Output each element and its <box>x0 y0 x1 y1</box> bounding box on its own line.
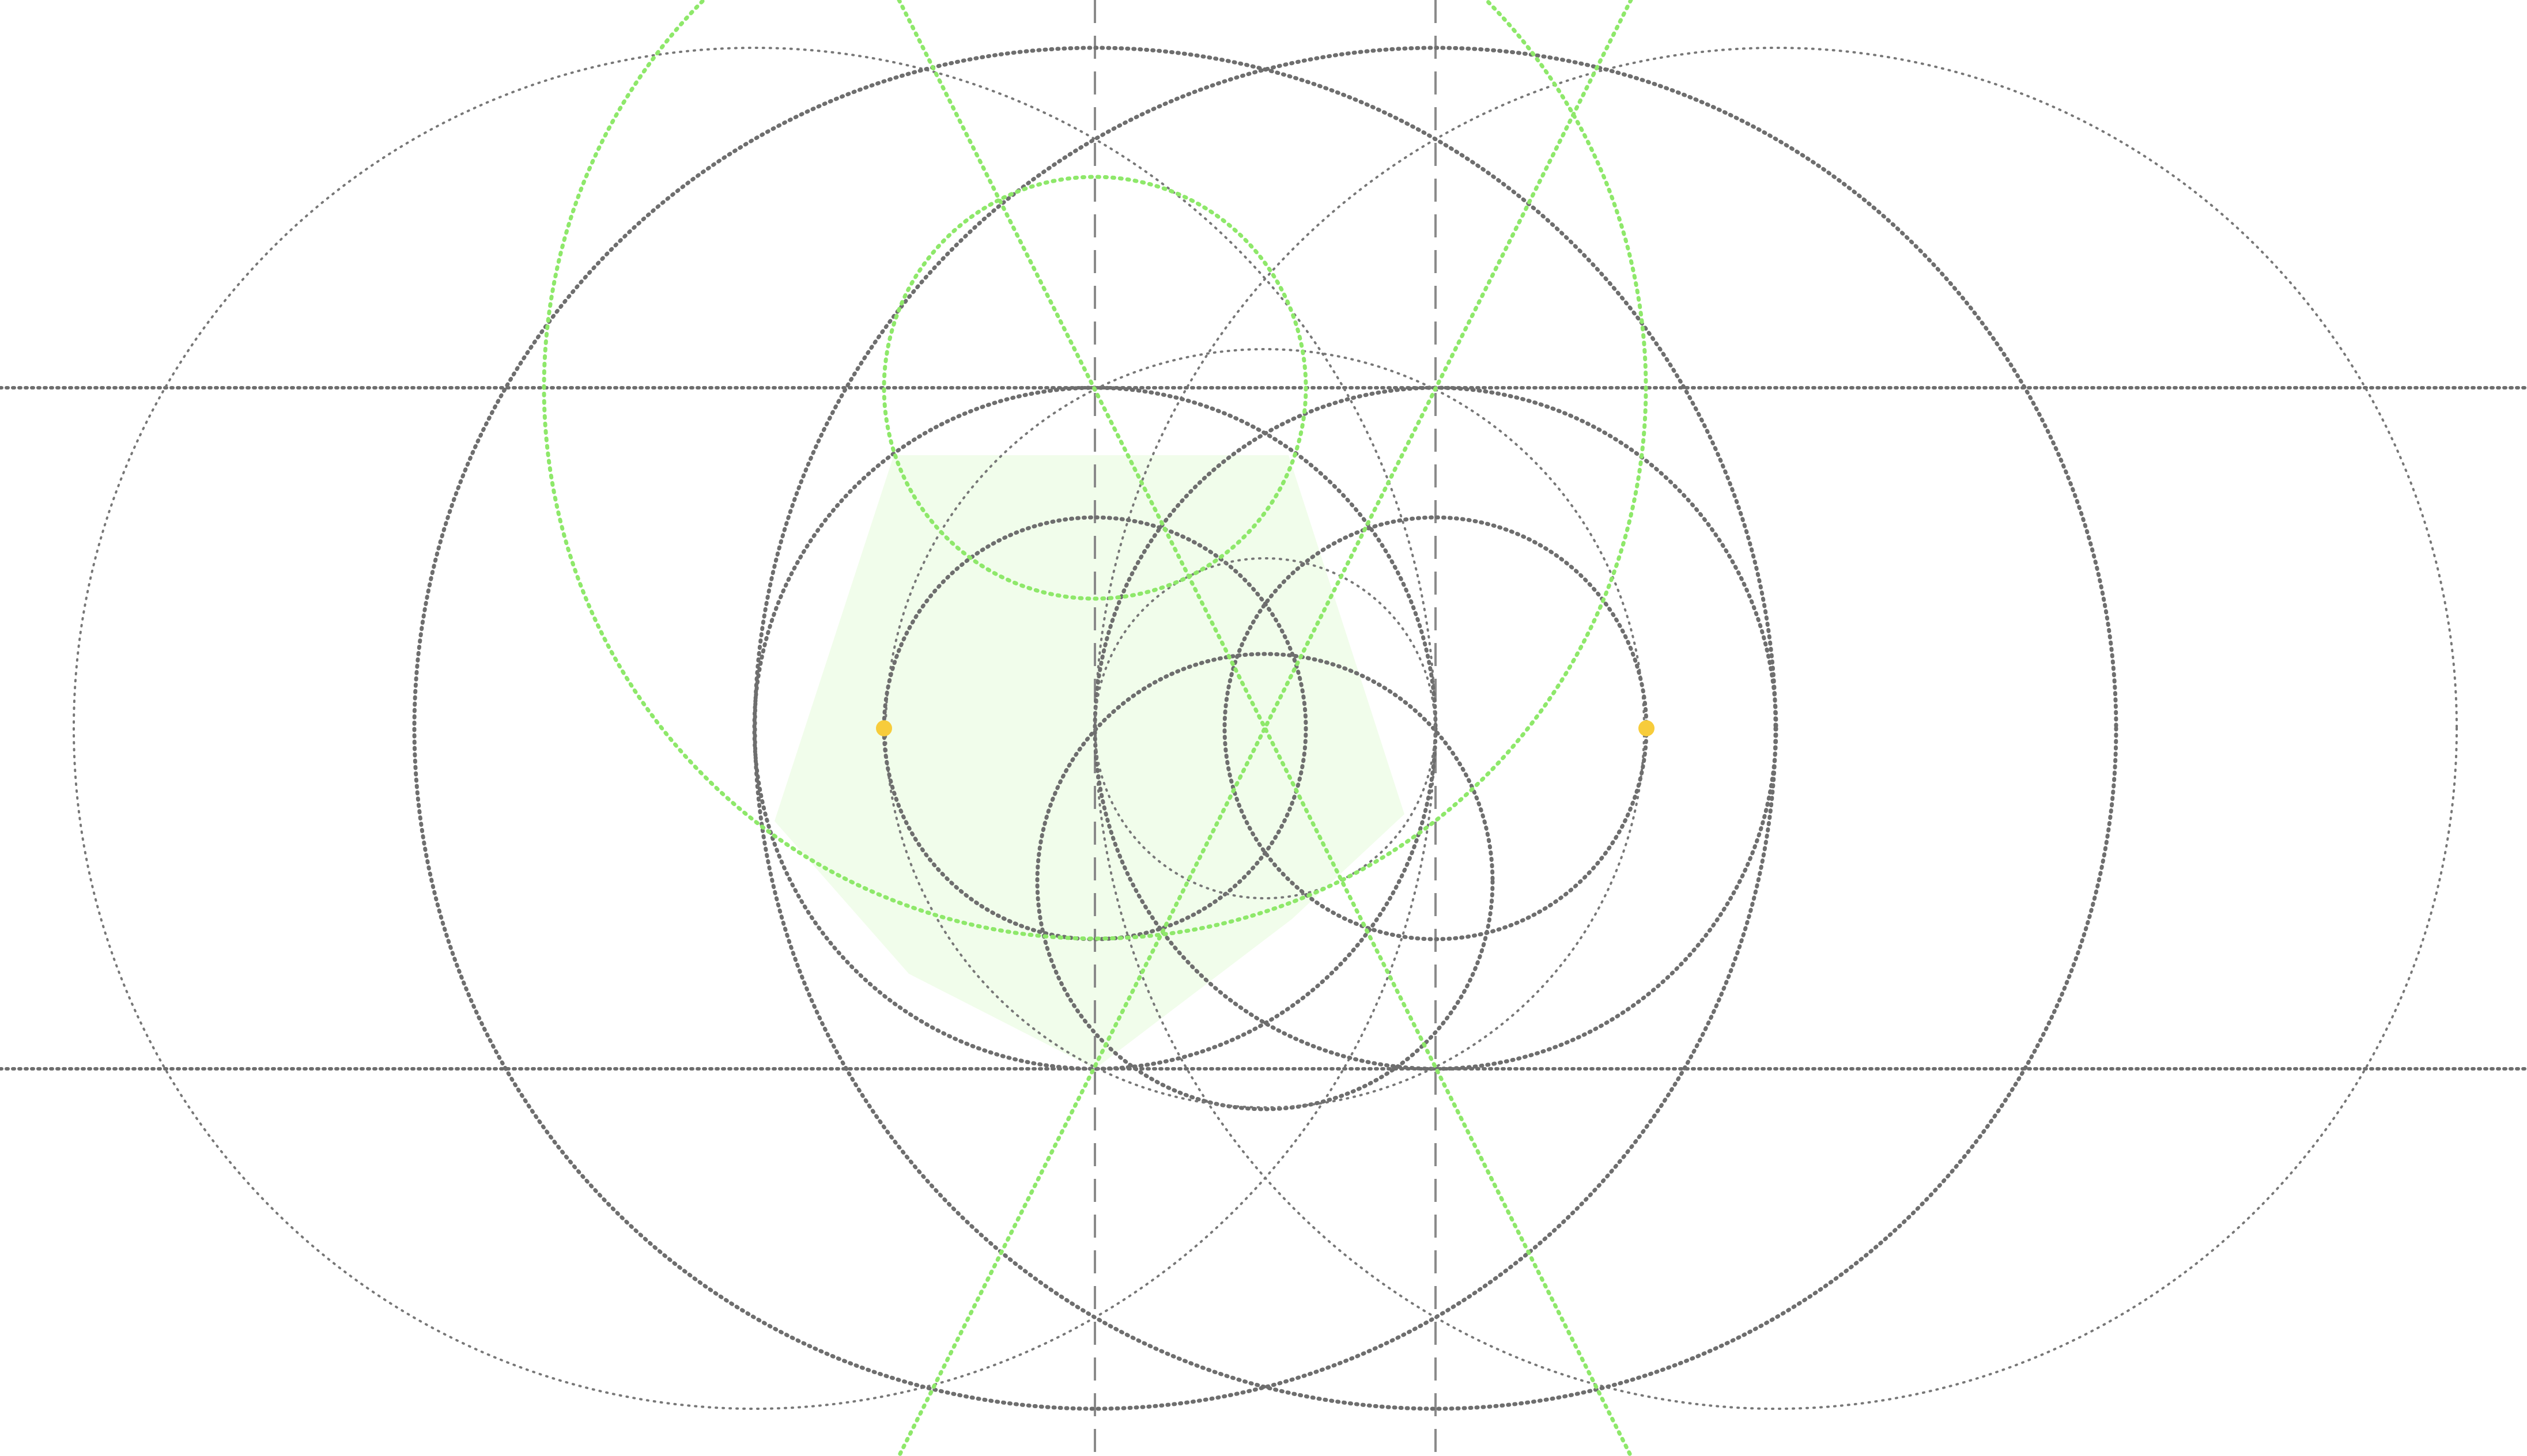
green-circle-large <box>542 0 1648 941</box>
green-line-ascending <box>897 0 1633 1456</box>
highlight-point-left <box>876 720 892 736</box>
medium-circle-center <box>1035 652 1495 1111</box>
small-circle-center <box>1094 557 1436 899</box>
shaded-polygon <box>775 455 1404 1069</box>
highlight-point-right <box>1638 720 1655 736</box>
green-circle-small <box>882 175 1308 601</box>
